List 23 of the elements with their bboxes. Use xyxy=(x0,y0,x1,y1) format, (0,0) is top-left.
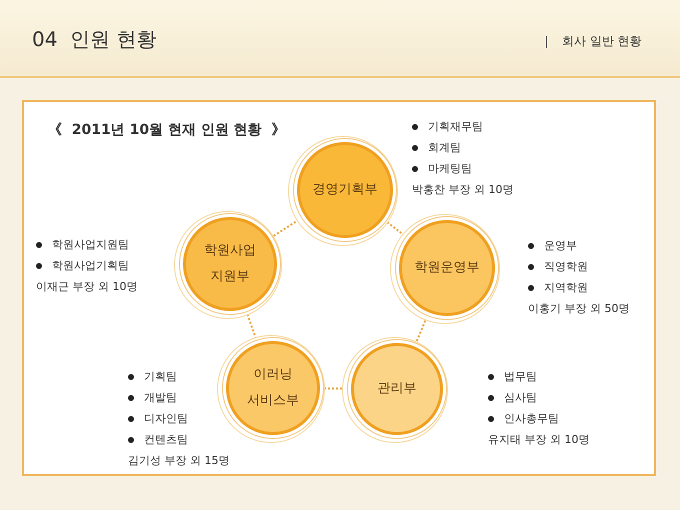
staff-count: 김기성 부장 외 15명 xyxy=(128,453,230,468)
section-label: 회사 일반 현황 xyxy=(562,33,642,50)
team-name: 회계팀 xyxy=(428,140,461,155)
team-name: 법무팀 xyxy=(504,369,537,384)
staff-count: 박홍찬 부장 외 10명 xyxy=(412,182,514,197)
team-name: 운영부 xyxy=(544,238,577,253)
team-name: 지역학원 xyxy=(544,280,588,295)
team-name: 개발팀 xyxy=(144,390,177,405)
card-heading: 《 2011년 10월 현재 인원 현황 》 xyxy=(48,121,286,139)
team-name: 디자인팀 xyxy=(144,411,188,426)
team-name: 학원사업기획팀 xyxy=(52,258,129,273)
team-name: 직영학원 xyxy=(544,259,588,274)
page-title: 04 인원 현황 xyxy=(32,26,157,53)
team-name: 마케팅팀 xyxy=(428,161,472,176)
team-name: 심사팀 xyxy=(504,390,537,405)
team-name: 인사총무팀 xyxy=(504,411,559,426)
staff-count: 이재근 부장 외 10명 xyxy=(36,279,138,294)
staff-count: 유지태 부장 외 10명 xyxy=(488,432,590,447)
team-name: 기획재무팀 xyxy=(428,119,483,134)
team-name: 학원사업지원팀 xyxy=(52,237,129,252)
team-name: 기획팀 xyxy=(144,369,177,384)
staff-count: 이홍기 부장 외 50명 xyxy=(528,301,630,316)
team-name: 컨텐츠팀 xyxy=(144,432,188,447)
